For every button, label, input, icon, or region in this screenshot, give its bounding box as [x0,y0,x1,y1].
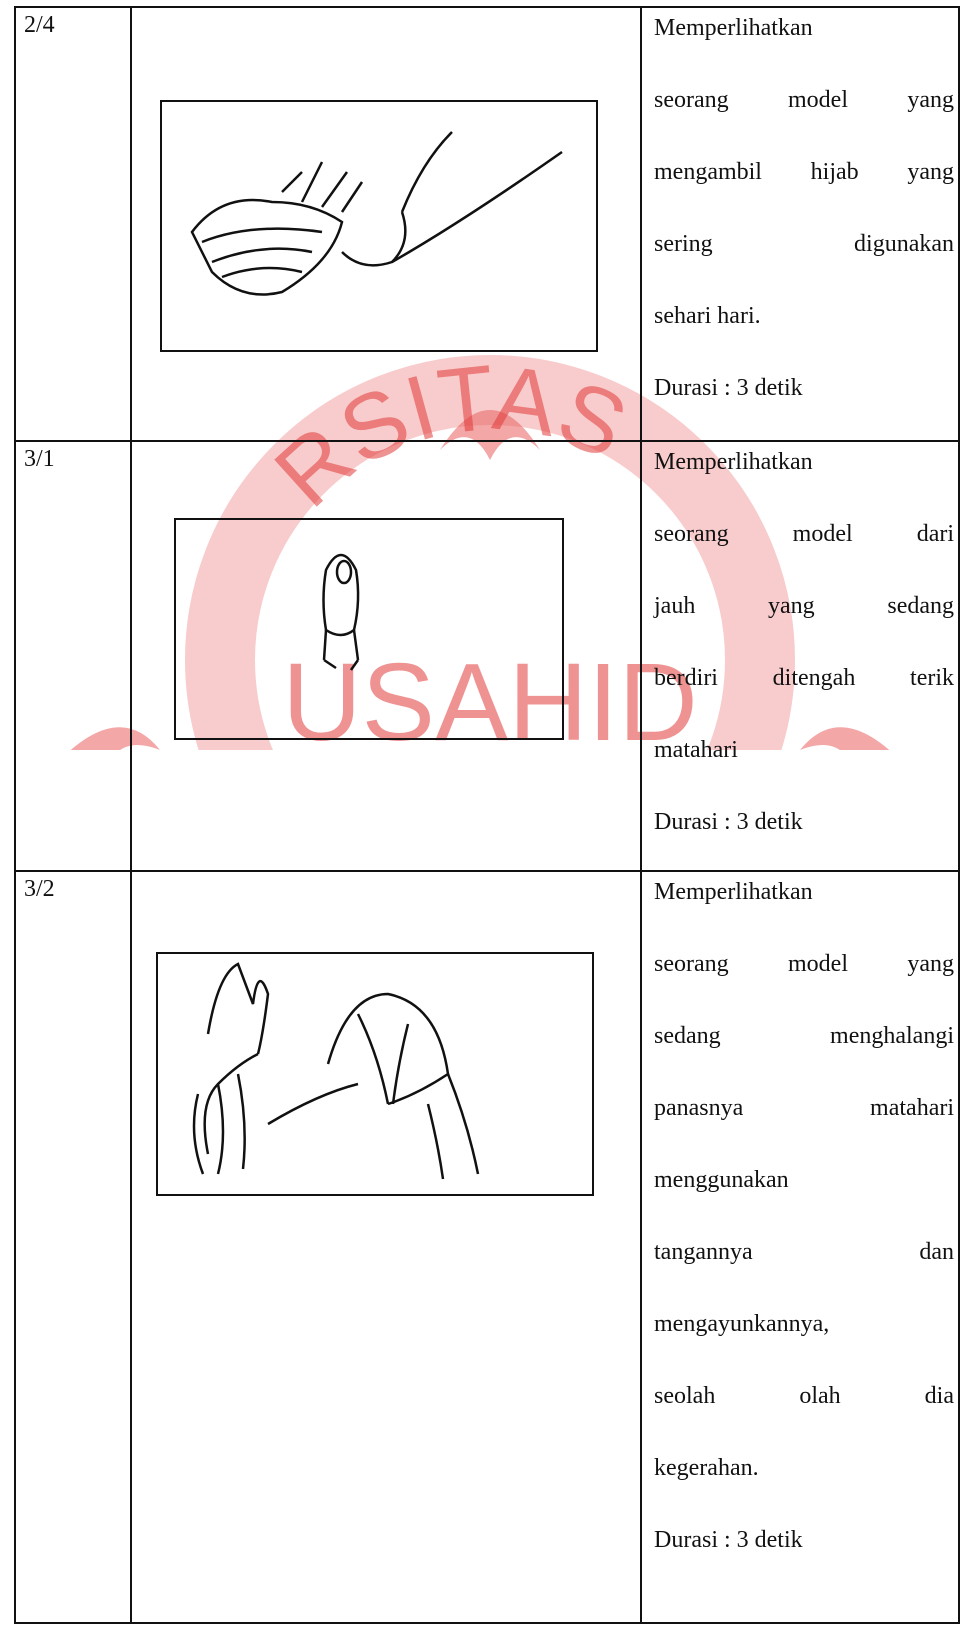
sketch-hands-shading [192,962,480,1180]
description-line: panasnya matahari [654,1095,954,1121]
description-line: matahari [654,737,738,763]
duration-text: Durasi : 3 detik [654,809,803,835]
description-line: seorang model dari [654,521,954,547]
description-line: berdiri ditengah terik [654,665,954,691]
description-line: seorang model yang [654,87,954,113]
storyboard-table: 2/4 Memperlihatkan seoran [14,6,960,1624]
description-line: Memperlihatkan [654,879,813,905]
description-line: seorang model yang [654,951,954,977]
description-line: sering digunakan [654,231,954,257]
scene-number: 3/2 [24,876,55,902]
description-line: tangannya dan [654,1239,954,1265]
sketch-frame-standing [174,518,564,740]
description-line: Memperlihatkan [654,449,813,475]
description-cell: Memperlihatkan seorang model yang sedang… [640,870,960,1624]
description-cell: Memperlihatkan seorang model yang mengam… [640,6,960,442]
sketch-frame-hijab [160,100,598,352]
storyboard-row: 2/4 Memperlihatkan seoran [14,6,960,442]
scene-number: 2/4 [24,12,55,38]
description-line: sedang menghalangi [654,1023,954,1049]
description-cell: Memperlihatkan seorang model dari jauh y… [640,440,960,872]
description-line: Memperlihatkan [654,15,813,41]
sketch-hands-hijab [190,131,563,296]
description-line: seolah olah dia [654,1383,954,1409]
scene-number-cell: 3/1 [14,440,132,872]
description-line: mengambil hijab yang [654,159,954,185]
description-line: jauh yang sedang [654,593,954,619]
scene-number-cell: 2/4 [14,6,132,442]
sketch-standing-figure [322,553,360,671]
duration-text: Durasi : 3 detik [654,375,803,401]
duration-text: Durasi : 3 detik [654,1527,803,1553]
description-line: sehari hari. [654,303,761,329]
scene-number-cell: 3/2 [14,870,132,1624]
description-line: mengayunkannya, [654,1311,830,1337]
image-cell [130,440,642,872]
image-cell [130,6,642,442]
description-line: menggunakan [654,1167,789,1193]
scene-number: 3/1 [24,446,55,472]
description-line: kegerahan. [654,1455,759,1481]
sketch-frame-hands-up [156,952,594,1196]
image-cell [130,870,642,1624]
storyboard-row: 3/2 Memperlihatkan [14,870,960,1624]
storyboard-row: 3/1 Memperlihatkan seorang model dari ja… [14,440,960,872]
